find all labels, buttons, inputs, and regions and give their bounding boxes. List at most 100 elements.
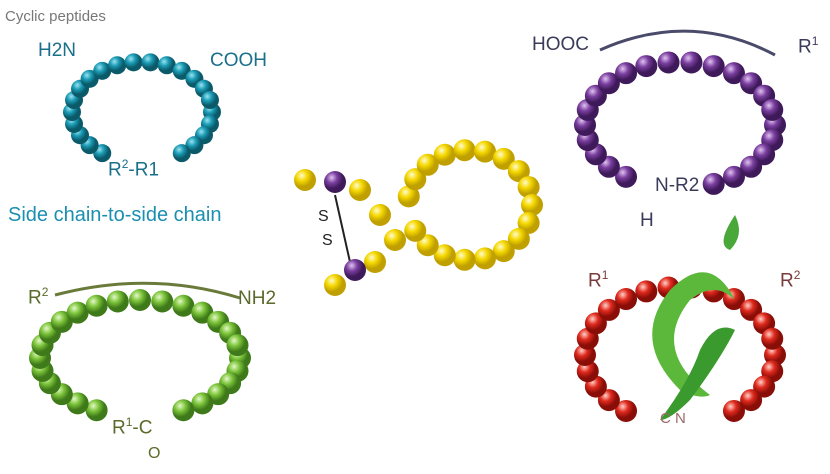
green-bead	[85, 399, 108, 422]
red-label-bottom: C N	[660, 410, 686, 427]
green-bead	[129, 289, 151, 311]
green-label-o: O	[148, 445, 161, 462]
yellow-bead	[349, 179, 371, 201]
green-label-r2: R2	[28, 285, 48, 309]
red-label-r1: R1	[588, 268, 608, 292]
sulfur-1: S	[318, 208, 329, 225]
green-sup1: 1	[125, 415, 133, 429]
teal-r: R	[108, 159, 122, 181]
yellow-bead	[416, 153, 439, 176]
red-bead	[597, 298, 620, 321]
teal-bead	[108, 56, 127, 75]
yellow-bead	[404, 219, 427, 242]
sulfur-2: S	[322, 232, 333, 249]
teal-label-h2n: H2N	[38, 40, 77, 61]
cysteine-bead	[344, 259, 366, 281]
teal-bead	[124, 53, 143, 72]
yellow-bead	[416, 234, 439, 257]
red-r: R	[588, 270, 602, 292]
yellow-bead	[369, 204, 391, 226]
purple-bridge-line	[599, 29, 776, 57]
green-bead	[226, 334, 249, 357]
red-bead	[740, 389, 763, 412]
purple-bead	[680, 51, 703, 74]
teal-bead	[93, 61, 112, 80]
teal-bead	[141, 53, 160, 72]
red-label-r2: R2	[780, 268, 800, 292]
green-bead	[172, 399, 195, 422]
yellow-bead	[492, 240, 515, 263]
teal-bead	[200, 91, 219, 110]
yellow-bead	[433, 143, 456, 166]
red-sup: 1	[601, 268, 609, 282]
yellow-bead	[433, 244, 456, 267]
green-label-bottom: R1-C	[112, 415, 152, 439]
purple-r: R	[798, 36, 812, 58]
red-bead	[635, 280, 658, 303]
yellow-bead	[517, 211, 540, 234]
green-label-nh2: NH2	[238, 288, 277, 309]
subtitle: Side chain-to-side chain	[8, 204, 222, 226]
purple-bead	[722, 165, 745, 188]
purple-bead	[615, 62, 638, 85]
title: Cyclic peptides	[5, 8, 106, 25]
yellow-bead	[453, 248, 476, 271]
red-bead	[615, 288, 638, 311]
green-bead	[151, 290, 174, 313]
teal-sup: 2	[121, 157, 129, 171]
green-bridge-line	[54, 281, 241, 300]
red-bead	[615, 399, 638, 422]
yellow-bead	[521, 194, 543, 216]
yellow-bead	[507, 227, 530, 250]
red-bead	[722, 399, 745, 422]
yellow-bead	[517, 176, 540, 199]
green-bead	[66, 301, 89, 324]
yellow-bead	[473, 247, 496, 270]
teal-label-cooh: COOH	[210, 50, 267, 71]
yellow-bead	[404, 168, 427, 191]
purple-bead	[657, 51, 680, 74]
disulfide-bond	[334, 194, 351, 263]
yellow-bead	[397, 185, 420, 208]
purple-bead	[702, 55, 725, 78]
purple-bead	[702, 172, 725, 195]
purple-bead	[761, 98, 784, 121]
purple-bead	[740, 155, 763, 178]
yellow-bead	[294, 169, 316, 191]
green-r: R	[28, 287, 42, 309]
green-sup: 2	[41, 285, 49, 299]
red-bead	[761, 327, 784, 350]
logo-swirl	[652, 215, 739, 420]
purple-label-r1: R1	[798, 34, 818, 58]
purple-bead	[722, 62, 745, 85]
teal-r1: -R1	[128, 159, 160, 181]
green-bead	[172, 294, 195, 317]
green-c: -C	[132, 417, 153, 439]
red-sup2: 2	[793, 268, 801, 282]
yellow-bead	[473, 140, 496, 163]
red-bead	[576, 360, 599, 383]
teal-bead	[172, 144, 191, 163]
purple-sup: 1	[811, 34, 819, 48]
purple-label-h: H	[640, 210, 654, 231]
teal-bead	[157, 56, 176, 75]
purple-bead	[615, 165, 638, 188]
purple-bead	[635, 55, 658, 78]
yellow-bead	[507, 160, 530, 183]
green-bead	[106, 290, 129, 313]
green-bead	[191, 392, 214, 415]
red-r2: R	[780, 270, 794, 292]
yellow-bead	[453, 139, 476, 162]
yellow-bead	[324, 274, 346, 296]
green-bead	[85, 294, 108, 317]
cysteine-bead	[324, 171, 346, 193]
purple-bead	[597, 72, 620, 95]
purple-label-hooc: HOOC	[532, 34, 589, 55]
green-r1: R	[112, 417, 126, 439]
red-bead	[574, 344, 596, 366]
yellow-bead	[384, 229, 406, 251]
yellow-bead	[364, 251, 386, 273]
purple-label-nr2: N-R2	[655, 175, 700, 196]
